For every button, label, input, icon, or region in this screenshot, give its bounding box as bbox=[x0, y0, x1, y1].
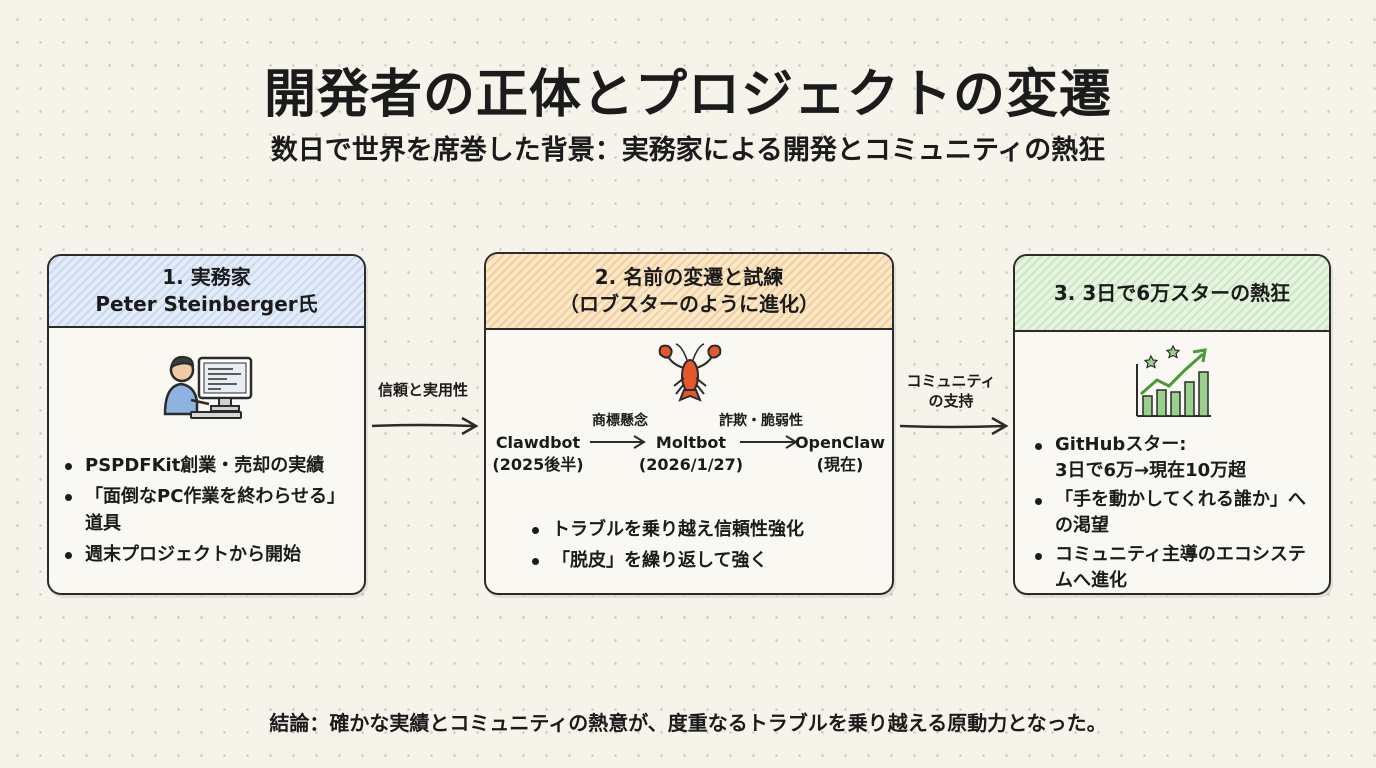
flow-node-openclaw: OpenClaw (現在) bbox=[788, 432, 892, 475]
flow-node-clawdbot: Clawdbot (2025後半) bbox=[488, 432, 588, 475]
arrow-right-icon bbox=[371, 416, 479, 436]
card-star-growth-header: 3. 3日で6万スターの熱狂 bbox=[1015, 256, 1329, 332]
card-name-history-header: 2. 名前の変遷と試練 （ロブスターのように進化） bbox=[486, 254, 892, 330]
arrow-right-icon bbox=[899, 416, 1009, 436]
flow-node-name: Moltbot bbox=[655, 433, 727, 452]
list-item: コミュニティ主導のエコシステムへ進化 bbox=[1031, 542, 1323, 593]
lobster-icon bbox=[658, 343, 722, 402]
card-name-history-heading-line1: 2. 名前の変遷と試練 bbox=[594, 265, 784, 289]
arrow-right-icon bbox=[740, 435, 798, 449]
connector-2-label: コミュニティ の支持 bbox=[895, 371, 1007, 412]
flow-node-date: (2025後半) bbox=[492, 454, 584, 474]
arrow-right-icon bbox=[590, 435, 646, 449]
flow-node-date: (2026/1/27) bbox=[638, 454, 744, 474]
card-star-growth-list: GitHubスター: 3日で6万→現在10万超 「手を動かしてくれる誰か」への渇… bbox=[1031, 432, 1323, 593]
list-item: 週末プロジェクトから開始 bbox=[61, 541, 353, 568]
developer-at-computer-icon bbox=[163, 355, 253, 419]
list-item: 「面倒なPC作業を終わらせる」道具 bbox=[61, 483, 353, 537]
flow-node-moltbot: Moltbot (2026/1/27) bbox=[636, 432, 746, 475]
card-practitioner: 1. 実務家 Peter Steinberger氏 PSPDFKit創業・売却の… bbox=[47, 254, 366, 595]
card-practitioner-list: PSPDFKit創業・売却の実績 「面倒なPC作業を終わらせる」道具 週末プロジ… bbox=[61, 452, 353, 572]
list-item: 「手を動かしてくれる誰か」への渇望 bbox=[1031, 487, 1323, 538]
flow-node-name: Clawdbot bbox=[495, 433, 581, 452]
list-item: 「脱皮」を繰り返して強く bbox=[528, 547, 878, 574]
conclusion-text: 結論：確かな実績とコミュニティの熱意が、度重なるトラブルを乗り越える原動力となっ… bbox=[269, 711, 1107, 735]
connector-2-label-line2: の支持 bbox=[928, 392, 974, 411]
flow-node-date: (現在) bbox=[816, 454, 864, 474]
growth-chart-stars-icon bbox=[1136, 344, 1211, 417]
transition-label-1: 商標懸念 bbox=[592, 413, 648, 429]
card-practitioner-header: 1. 実務家 Peter Steinberger氏 bbox=[49, 256, 364, 328]
card-name-history-heading-line2: （ロブスターのように進化） bbox=[559, 292, 819, 316]
flow-node-name: OpenClaw bbox=[794, 433, 886, 452]
page-title: 開発者の正体とプロジェクトの変遷 bbox=[263, 65, 1112, 125]
page-subtitle: 数日で世界を席巻した背景：実務家による開発とコミュニティの熱狂 bbox=[270, 135, 1106, 166]
list-item: トラブルを乗り越え信頼性強化 bbox=[528, 516, 878, 543]
card-name-history-list: トラブルを乗り越え信頼性強化 「脱皮」を繰り返して強く bbox=[528, 516, 878, 578]
card-star-growth: 3. 3日で6万スターの熱狂 GitHubスター: 3日で6万→現在10万超 「… bbox=[1013, 254, 1331, 595]
list-item: GitHubスター: 3日で6万→現在10万超 bbox=[1031, 432, 1323, 483]
card-practitioner-heading-line1: 1. 実務家 bbox=[162, 265, 251, 289]
connector-2-label-line1: コミュニティ bbox=[906, 372, 996, 390]
card-name-history: 2. 名前の変遷と試練 （ロブスターのように進化） 商標懸念 詐欺・脆弱性 Cl… bbox=[484, 252, 894, 595]
connector-1-label: 信頼と実用性 bbox=[377, 381, 468, 399]
card-practitioner-heading-line2: Peter Steinberger氏 bbox=[95, 292, 318, 316]
transition-label-2: 詐欺・脆弱性 bbox=[719, 413, 803, 429]
list-item: PSPDFKit創業・売却の実績 bbox=[61, 452, 353, 479]
card-star-growth-heading: 3. 3日で6万スターの熱狂 bbox=[1053, 280, 1291, 305]
